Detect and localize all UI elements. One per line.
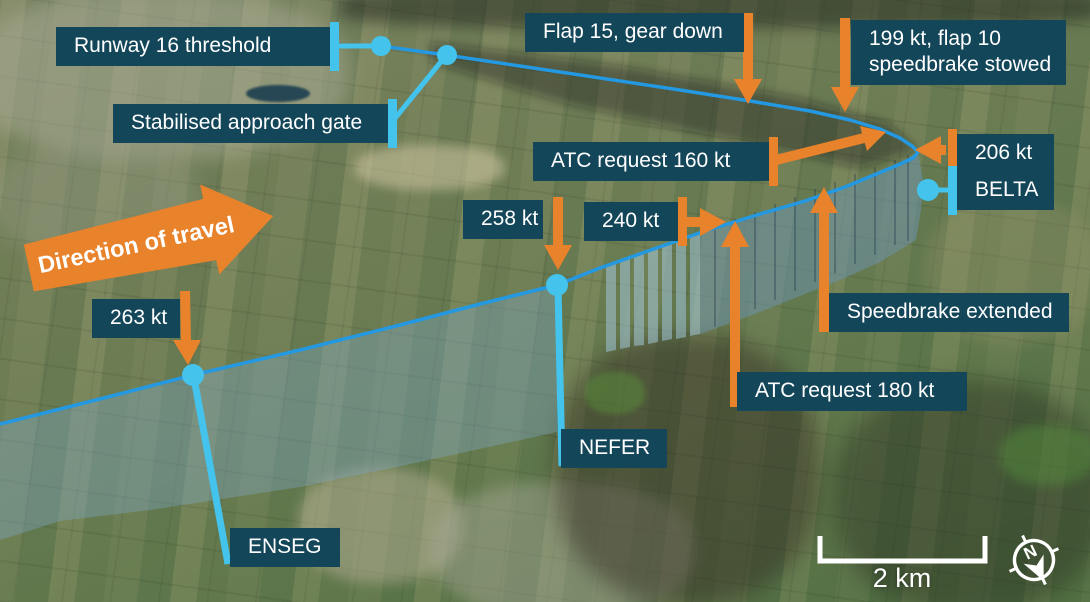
- altitude-curtain-slats: [606, 232, 700, 352]
- orange-accent-bar: [769, 137, 778, 186]
- atc180-text: ATC request 180 kt: [755, 379, 935, 402]
- orange-accent-bar: [948, 129, 957, 178]
- enseg-leader-line: [190, 377, 232, 565]
- runway-threshold-dot: [371, 36, 391, 56]
- speed-240kt-label: 240 kt: [584, 197, 687, 246]
- 263kt-arrow-down-icon: [173, 290, 201, 365]
- 240kt-arrow-right-icon: [687, 208, 726, 236]
- altitude-curtain-left: [0, 285, 557, 540]
- 263kt-text: 263 kt: [110, 306, 168, 329]
- gate-connector-line: [390, 56, 446, 124]
- atc160-text: ATC request 160 kt: [551, 149, 731, 172]
- belta-text: BELTA: [975, 178, 1039, 201]
- orange-accent-bar: [678, 197, 687, 246]
- 240kt-text: 240 kt: [602, 209, 660, 232]
- speed-263kt-label: 263 kt: [92, 299, 180, 338]
- flap10-line2: speedbrake stowed: [869, 53, 1052, 76]
- speedbrake-extended-text: Speedbrake extended: [847, 300, 1053, 323]
- compass-needle: [1023, 554, 1044, 581]
- 258kt-arrow-down-icon: [544, 197, 572, 270]
- enseg-waypoint-dot: [182, 364, 204, 386]
- speedbrake-extended-label: Speedbrake extended: [829, 293, 1069, 332]
- cyan-accent-bar: [388, 99, 397, 148]
- speed-206kt-label: 206 kt: [948, 129, 1054, 178]
- nefer-waypoint-label: NEFER: [561, 429, 667, 468]
- atc-request-160-label: ATC request 160 kt: [533, 137, 778, 186]
- speedbrake-arrow-up-icon: [810, 187, 838, 332]
- speed-258kt-label: 258 kt: [463, 200, 543, 239]
- 206kt-text: 206 kt: [975, 141, 1033, 164]
- atc180-arrow-up-icon: [721, 221, 749, 407]
- nefer-text: NEFER: [579, 436, 651, 459]
- atc160-arrow-icon: [774, 126, 886, 165]
- 206kt-arrow-left-icon: [915, 136, 946, 164]
- flap10-line1: 199 kt, flap 10: [869, 27, 1001, 50]
- turn-shadow: [430, 42, 918, 168]
- compass-rose-icon: N: [1008, 534, 1060, 586]
- nefer-waypoint-dot: [546, 274, 568, 296]
- atc-request-180-label: ATC request 180 kt: [737, 372, 967, 411]
- scale-bar-bracket: [817, 536, 988, 564]
- belta-waypoint-label: BELTA: [948, 166, 1054, 215]
- flight-path-line: [0, 44, 920, 426]
- 258kt-text: 258 kt: [481, 207, 539, 230]
- scale-bar-label: 2 km: [872, 563, 932, 593]
- cyan-accent-bar: [948, 166, 957, 215]
- flap10-arrow-down-icon: [831, 18, 859, 112]
- flap10-speedbrake-label: 199 kt, flap 10 speedbrake stowed: [851, 20, 1066, 85]
- belta-waypoint-dot: [917, 179, 939, 201]
- altitude-curtain-turn: [700, 152, 923, 334]
- approach-gate-dot: [437, 45, 457, 65]
